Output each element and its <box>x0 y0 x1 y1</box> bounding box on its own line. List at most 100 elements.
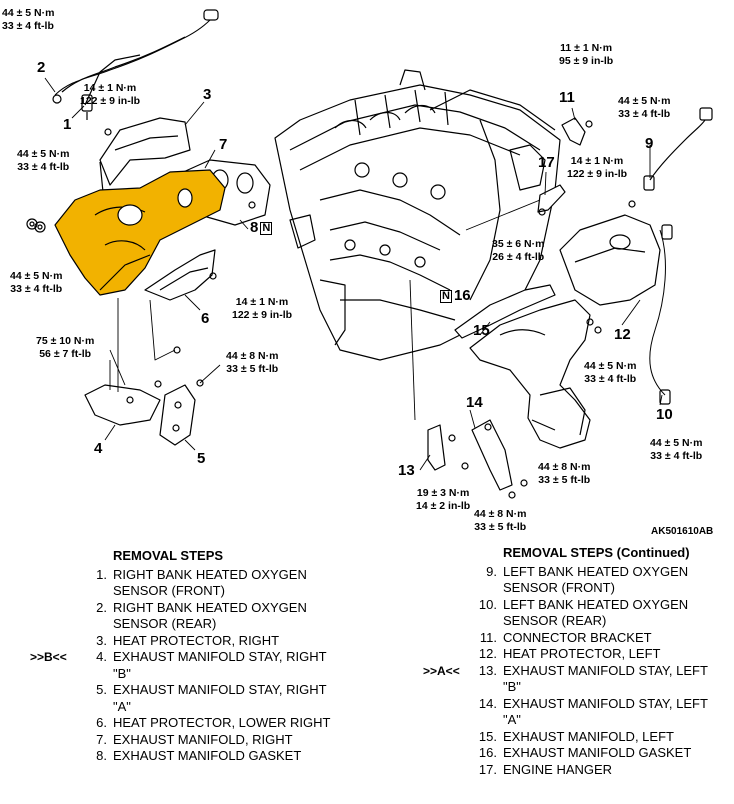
removal-step: 3. HEAT PROTECTOR, RIGHT <box>85 633 385 650</box>
step-text: HEAT PROTECTOR, LEFT <box>503 646 661 661</box>
figure-id: AK501610AB <box>651 526 714 537</box>
step-number: 17. <box>478 761 497 777</box>
removal-step: >>B<<4.EXHAUST MANIFOLD STAY, RIGHT"B" <box>30 649 385 682</box>
part-number: 10 <box>656 406 673 423</box>
step-text: RIGHT BANK HEATED OXYGEN <box>113 566 307 582</box>
step-number: 16. <box>478 745 497 760</box>
removal-step: 17. ENGINE HANGER <box>475 762 734 779</box>
exhaust-manifold-right <box>54 169 226 296</box>
heat-protector-lower-right <box>144 249 217 301</box>
connector-bracket <box>561 117 593 146</box>
removal-step: 6. HEAT PROTECTOR, LOWER RIGHT <box>85 715 385 732</box>
part-number: 17 <box>538 154 555 171</box>
step-number: 6. <box>96 715 107 730</box>
step-number: 2. <box>96 599 107 615</box>
step-text-continued: SENSOR (REAR) <box>503 613 607 628</box>
step-text-continued: SENSOR (FRONT) <box>503 580 615 595</box>
step-text: CONNECTOR BRACKET <box>503 629 652 645</box>
procedure-reference: >>B<< <box>30 650 67 664</box>
step-text: EXHAUST MANIFOLD STAY, LEFT <box>503 695 708 711</box>
step-text: LEFT BANK HEATED OXYGEN <box>503 563 689 579</box>
step-text: EXHAUST MANIFOLD STAY, LEFT <box>503 662 708 678</box>
removal-step: >>A<<13.EXHAUST MANIFOLD STAY, LEFT"B" <box>423 662 734 696</box>
part-number: 11 <box>559 89 575 106</box>
removal-step: 15. EXHAUST MANIFOLD, LEFT <box>475 729 734 746</box>
step-text: HEAT PROTECTOR, RIGHT <box>113 632 280 648</box>
step-number: 12. <box>478 646 497 661</box>
oxygen-sensor-left-rear <box>659 389 671 405</box>
part-number: 1 <box>63 116 72 133</box>
exhaust-manifold-stays-right <box>84 346 204 446</box>
part-number: 6 <box>201 310 210 327</box>
removal-step: 11. CONNECTOR BRACKET <box>475 630 734 647</box>
step-number: 15. <box>478 728 497 744</box>
removal-step: 12. HEAT PROTECTOR, LEFT <box>475 646 734 663</box>
part-number: 3 <box>203 86 212 103</box>
step-text-continued: "B" <box>503 679 521 694</box>
part-number: 14 <box>466 394 483 411</box>
removal-steps-title: REMOVAL STEPS <box>113 548 224 563</box>
step-text: EXHAUST MANIFOLD GASKET <box>113 748 302 763</box>
heat-protector-right <box>99 117 191 193</box>
step-number: 14. <box>478 695 497 711</box>
nuts-left <box>26 218 46 233</box>
removal-step: 16.EXHAUST MANIFOLD GASKET <box>475 745 734 762</box>
step-number: 5. <box>96 682 107 697</box>
exploded-view-diagram <box>26 9 713 499</box>
new-part-mark: N <box>260 222 273 235</box>
step-text-continued: SENSOR (FRONT) <box>113 583 225 598</box>
step-number: 11. <box>479 629 497 645</box>
removal-step: 5. EXHAUST MANIFOLD STAY, RIGHT"A" <box>85 682 385 715</box>
heat-protector-left <box>559 214 673 396</box>
part-number: 12 <box>614 326 631 343</box>
step-text: HEAT PROTECTOR, LOWER RIGHT <box>113 715 331 730</box>
removal-step: 14. EXHAUST MANIFOLD STAY, LEFT"A" <box>475 696 734 729</box>
removal-step: 8.EXHAUST MANIFOLD GASKET <box>85 748 385 765</box>
part-number: 9 <box>645 135 654 152</box>
removal-steps-continued-title: REMOVAL STEPS (Continued) <box>503 545 690 560</box>
step-number: 9. <box>486 563 497 579</box>
removal-steps-continued-list: REMOVAL STEPS (Continued) 9. LEFT BANK HE… <box>423 545 734 779</box>
removal-step: 7. EXHAUST MANIFOLD, RIGHT <box>85 732 385 749</box>
exhaust-manifold-left <box>469 299 602 449</box>
step-text: EXHAUST MANIFOLD STAY, RIGHT <box>113 649 327 664</box>
step-text: RIGHT BANK HEATED OXYGEN <box>113 599 307 615</box>
engine-hanger <box>537 184 566 216</box>
part-number: 13 <box>398 462 415 479</box>
part-number: 4 <box>94 440 103 457</box>
step-text-continued: "A" <box>503 712 521 727</box>
step-number: 7. <box>96 731 107 747</box>
engine-block <box>274 69 561 361</box>
step-text: EXHAUST MANIFOLD, LEFT <box>503 728 674 744</box>
removal-steps-list: REMOVAL STEPS 1.RIGHT BANK HEATED OXYGEN… <box>30 548 385 765</box>
step-text: EXHAUST MANIFOLD STAY, RIGHT <box>113 682 327 697</box>
step-number: 3. <box>96 632 107 648</box>
step-text: ENGINE HANGER <box>503 761 613 777</box>
step-text: EXHAUST MANIFOLD, RIGHT <box>113 731 293 747</box>
oxygen-sensor-left-front <box>628 107 713 208</box>
leader-lines <box>44 77 663 471</box>
step-text-continued: "A" <box>113 698 131 714</box>
procedure-reference: >>A<< <box>423 663 460 678</box>
